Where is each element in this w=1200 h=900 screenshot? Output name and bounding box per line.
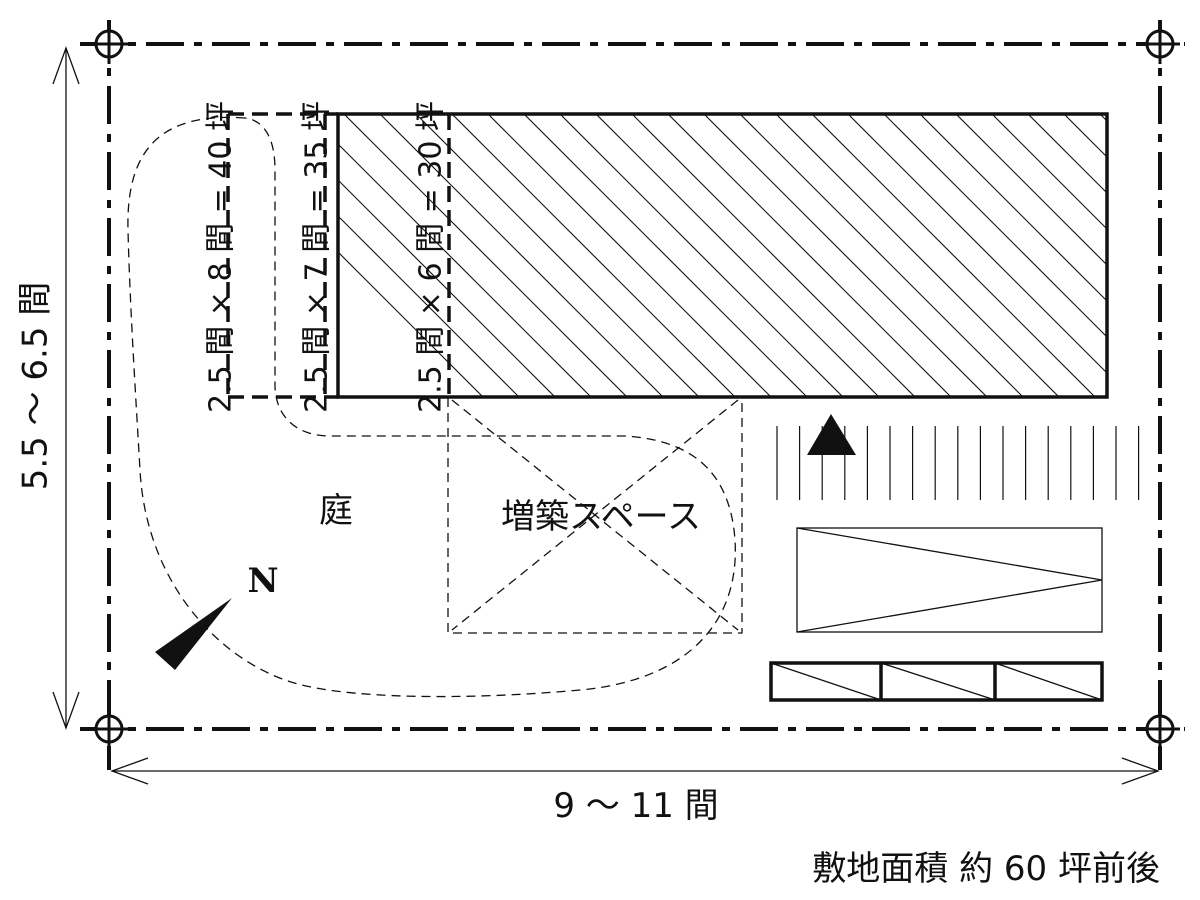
hatch-line xyxy=(1172,114,1200,397)
hatch-line xyxy=(811,114,1096,397)
bicycle-parking-row xyxy=(769,661,1104,702)
hatch-line xyxy=(991,114,1107,230)
hatch-line xyxy=(379,114,664,397)
house-outline xyxy=(336,112,1109,399)
corner-marker-top-left xyxy=(89,24,129,64)
width-dimension-arrow xyxy=(110,757,1160,785)
hatch-line xyxy=(667,114,952,397)
corner-marker-bottom-right xyxy=(1140,709,1180,749)
hatch-line xyxy=(1099,114,1107,122)
option-30-label: 2.5 間 × 6 間 = 30 坪 xyxy=(414,101,449,413)
hatch-line xyxy=(338,215,520,397)
north-arrow-icon xyxy=(155,598,232,670)
extension-diagonal-2 xyxy=(451,399,739,631)
site-boundary xyxy=(80,20,1185,770)
option-40-label: 2.5 間 × 8 間 = 40 坪 xyxy=(204,101,239,413)
corner-marker-top-right xyxy=(1140,24,1180,64)
hatch-line xyxy=(559,114,844,397)
house-footprint xyxy=(336,112,1200,399)
hatch-line xyxy=(739,114,1024,397)
extension-space-label: 増築スペース xyxy=(501,497,701,537)
hatch-line xyxy=(1136,114,1200,397)
depth-dimension-label: 5.5 〜 6.5 間 xyxy=(16,282,56,491)
hatch-line xyxy=(343,114,628,397)
extension-area-outline xyxy=(447,396,743,634)
width-dimension-label: 9 〜 11 間 xyxy=(553,786,718,826)
hatch-line xyxy=(883,114,1107,338)
hatch-line xyxy=(338,143,592,397)
site-area-label: 敷地面積 約 60 坪前後 xyxy=(812,849,1160,889)
entrance-arrow-icon xyxy=(807,414,856,455)
option-35-label: 2.5 間 × 7 間 = 35 坪 xyxy=(300,101,335,413)
corner-markers xyxy=(89,24,1180,749)
hatch-line xyxy=(487,114,772,397)
parking-stripes xyxy=(776,426,1140,500)
hatch-line xyxy=(1027,114,1107,194)
garden-outline xyxy=(127,116,736,698)
hatch-line xyxy=(631,114,916,397)
option-40-outline xyxy=(226,112,338,399)
depth-dimension-arrow xyxy=(52,46,80,730)
hatch-line xyxy=(955,114,1107,266)
extension-area xyxy=(447,396,743,634)
hatch-line xyxy=(415,114,700,397)
north-label: N xyxy=(247,561,278,601)
hatch-line xyxy=(775,114,1060,397)
garden-label: 庭 xyxy=(319,491,353,531)
hatch-line xyxy=(919,114,1107,302)
hatch-line xyxy=(338,179,556,397)
hatch-line xyxy=(595,114,880,397)
hatch-line xyxy=(523,114,808,397)
corner-marker-bottom-left xyxy=(89,709,129,749)
hatch-line xyxy=(1063,114,1107,158)
hatch-line xyxy=(847,114,1107,374)
parking-car-space xyxy=(796,527,1103,633)
house-hatching xyxy=(338,114,1200,397)
hatch-line xyxy=(703,114,988,397)
hatch-line xyxy=(338,251,484,397)
hatch-line xyxy=(451,114,736,397)
